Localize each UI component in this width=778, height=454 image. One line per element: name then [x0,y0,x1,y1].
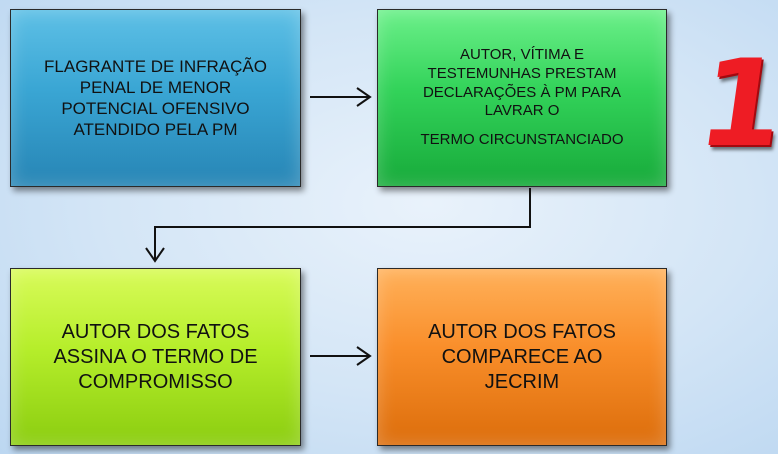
step-declaracoes-text: AUTOR, VÍTIMA E TESTEMUNHAS PRESTAM DECL… [400,46,643,150]
step-comparece-jecrim-box: AUTOR DOS FATOS COMPARECE AO JECRIM [377,268,667,446]
step-declaracoes-line: LAVRAR O [484,102,560,120]
step-flagrante-text: FLAGRANTE DE INFRAÇÃO PENAL DE MENOR POT… [28,56,283,141]
step-comparece-jecrim-line: COMPARECE AO [441,345,603,368]
step-flagrante-line: FLAGRANTE DE INFRAÇÃO [44,56,267,76]
step-flagrante-line: PENAL DE MENOR [79,77,232,97]
arrow-down-connector [145,188,531,263]
step-assina-termo-line: ASSINA O TERMO DE [53,345,258,368]
step-flagrante-line: ATENDIDO PELA PM [73,120,238,140]
step-assina-termo-line: AUTOR DOS FATOS [61,320,250,343]
arrow-right-bottom [310,346,372,366]
step-flagrante-box: FLAGRANTE DE INFRAÇÃO PENAL DE MENOR POT… [10,9,301,187]
step-declaracoes-line: TESTEMUNHAS PRESTAM [427,64,617,82]
step-assina-termo-text: AUTOR DOS FATOS ASSINA O TERMO DE COMPRO… [37,320,273,395]
step-declaracoes-line: AUTOR, VÍTIMA E [460,46,584,64]
step-flagrante-line: POTENCIAL OFENSIVO [61,99,250,118]
step-declaracoes-line: DECLARAÇÕES À PM PARA [422,83,622,101]
step-declaracoes-box: AUTOR, VÍTIMA E TESTEMUNHAS PRESTAM DECL… [377,9,667,187]
arrow-right-top [310,87,372,107]
step-comparece-jecrim-text: AUTOR DOS FATOS COMPARECE AO JECRIM [402,320,642,395]
step-assina-termo-line: COMPROMISSO [78,370,233,393]
step-comparece-jecrim-line: AUTOR DOS FATOS [428,320,616,343]
step-assina-termo-box: AUTOR DOS FATOS ASSINA O TERMO DE COMPRO… [10,268,301,446]
step-comparece-jecrim-line: JECRIM [484,370,560,393]
step-declaracoes-line: TERMO CIRCUNSTANCIADO [420,131,624,149]
